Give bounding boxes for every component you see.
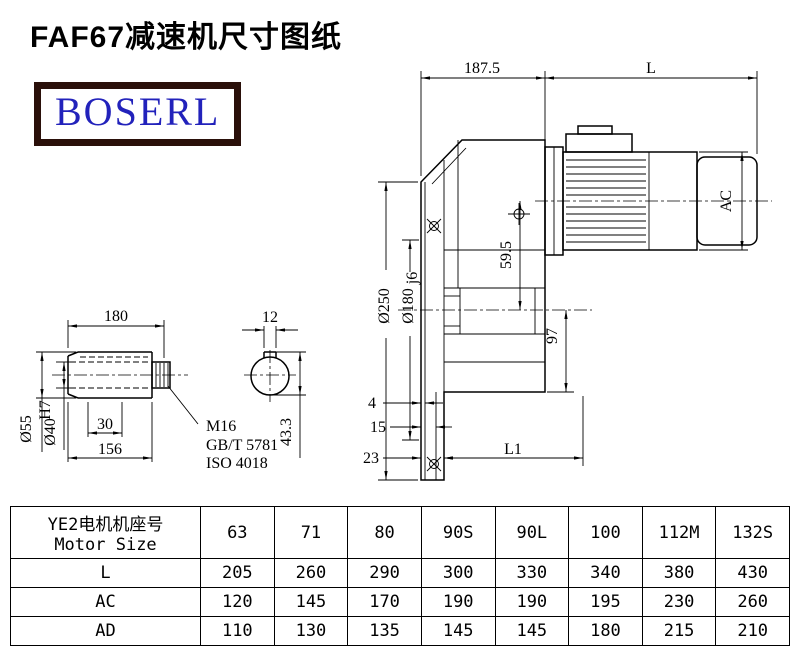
standard-iso-label: ISO 4018 xyxy=(206,455,268,472)
table-header-size: 112M xyxy=(641,506,717,559)
centerlines xyxy=(52,200,772,402)
table-cell: 260 xyxy=(273,558,349,588)
table-header-size: 90L xyxy=(494,506,570,559)
gearbox-details xyxy=(424,140,545,480)
table-cell: 135 xyxy=(347,616,422,646)
table-cell: 110 xyxy=(200,616,275,646)
motor-fins xyxy=(553,147,650,255)
row-label: L xyxy=(10,558,201,588)
table-cell: 380 xyxy=(641,558,717,588)
dim-key-width-label: 12 xyxy=(262,309,278,326)
table-cell: 300 xyxy=(420,558,496,588)
table-cell: 190 xyxy=(420,587,496,617)
dim-spigot-fit-label: j6 xyxy=(404,272,421,285)
table-header-motor-size: YE2电机机座号 Motor Size xyxy=(10,506,201,559)
table-row-l: L 205 260 290 300 330 340 380 430 xyxy=(10,558,790,588)
table-header-size: 100 xyxy=(568,506,643,559)
table-cell: 145 xyxy=(273,587,349,617)
table-cell: 120 xyxy=(200,587,275,617)
table-cell: 290 xyxy=(347,558,422,588)
row-label: AD xyxy=(10,616,201,646)
motor-size-table: YE2电机机座号 Motor Size 63 71 80 90S 90L 100… xyxy=(10,506,790,646)
table-cell: 330 xyxy=(494,558,570,588)
table-cell: 210 xyxy=(715,616,790,646)
dim-flange-od-label: Ø250 xyxy=(376,288,393,324)
table-header-size: 132S xyxy=(715,506,790,559)
shaft-hidden-lines xyxy=(70,356,150,389)
dim-top-width-label: 187.5 xyxy=(464,60,500,77)
dim-bore-fit-label: H7 xyxy=(37,400,54,420)
dim-key-height-label: 43.3 xyxy=(278,418,295,446)
table-cell: 130 xyxy=(273,616,349,646)
shaft-thread-lines xyxy=(155,363,199,425)
dim-23-label: 23 xyxy=(363,450,379,467)
table-cell: 205 xyxy=(200,558,275,588)
table-header-row: YE2电机机座号 Motor Size 63 71 80 90S 90L 100… xyxy=(10,506,790,559)
dim-motor-diameter-label: AC xyxy=(718,190,735,212)
thread-callout-label: M16 xyxy=(206,418,236,435)
dim-shaft-od-label: Ø55 xyxy=(18,415,35,443)
table-header-en: Motor Size xyxy=(54,535,157,555)
table-cell: 145 xyxy=(494,616,570,646)
table-cell: 230 xyxy=(641,587,717,617)
dim-156-label: 156 xyxy=(98,441,122,458)
table-row-ad: AD 110 130 135 145 145 180 215 210 xyxy=(10,616,790,646)
table-header-size: 90S xyxy=(420,506,496,559)
dimension-lines xyxy=(36,71,758,481)
dim-bore-dia-label: Ø40 xyxy=(42,418,59,446)
table-header-cn: YE2电机机座号 xyxy=(47,515,164,535)
dimension-drawing: 187.5 L AC Ø250 Ø180 j6 59.5 97 4 15 23 … xyxy=(18,60,772,481)
dim-shaft-length-label: 180 xyxy=(104,308,128,325)
page-title: FAF67减速机尺寸图纸 xyxy=(30,21,343,54)
table-cell: 180 xyxy=(568,616,643,646)
table-header-size: 80 xyxy=(347,506,422,559)
table-cell: 215 xyxy=(641,616,717,646)
row-label: AC xyxy=(10,587,201,617)
dim-30-label: 30 xyxy=(97,416,113,433)
dim-l1-label: L1 xyxy=(504,441,522,458)
table-cell: 340 xyxy=(568,558,643,588)
dim-4-label: 4 xyxy=(368,395,376,412)
table-row-ac: AC 120 145 170 190 190 195 230 260 xyxy=(10,587,790,617)
dim-axis-bottom-label: 97 xyxy=(544,328,561,344)
table-cell: 195 xyxy=(568,587,643,617)
table-cell: 170 xyxy=(347,587,422,617)
output-bore xyxy=(444,287,545,335)
table-header-size: 71 xyxy=(273,506,349,559)
standard-gb-label: GB/T 5781 xyxy=(206,437,278,454)
dim-spigot-dia-label: Ø180 xyxy=(400,288,417,324)
dim-axis-offset-label: 59.5 xyxy=(498,241,515,269)
table-cell: 145 xyxy=(420,616,496,646)
boserl-logo: BOSERL xyxy=(34,82,242,146)
table-header-size: 63 xyxy=(200,506,275,559)
boserl-logo-text: BOSERL xyxy=(55,89,221,134)
table-cell: 430 xyxy=(715,558,790,588)
table-cell: 260 xyxy=(715,587,790,617)
dim-15-label: 15 xyxy=(370,419,386,436)
table-cell: 190 xyxy=(494,587,570,617)
dim-motor-length-label: L xyxy=(646,60,656,77)
